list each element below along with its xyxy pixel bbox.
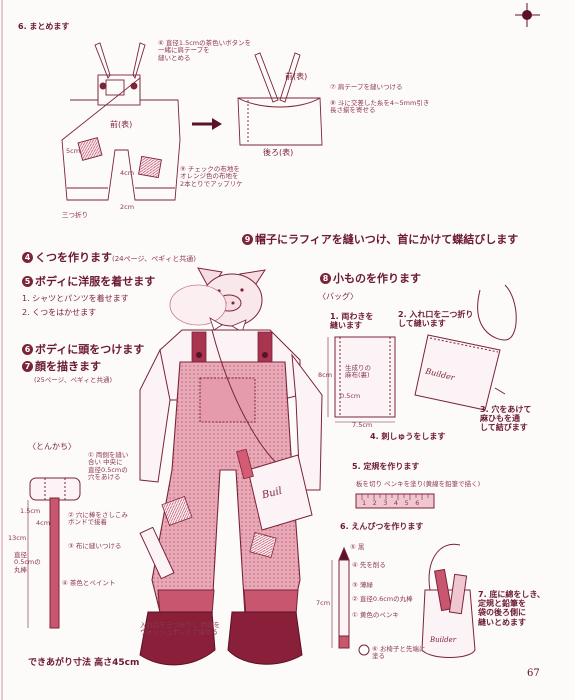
bag-step-2: 2. 入れ口を二つ折り して縫います bbox=[398, 310, 474, 329]
pencil-note-3: ③ 薄緑 bbox=[352, 581, 373, 589]
bag-label: 〈バッグ〉 bbox=[318, 292, 358, 301]
step6-check-note: ⑨ チェックの布地を オレンジ色の布地を 2本とりでアップリケ bbox=[180, 165, 243, 188]
pencil-note-1: ⑤ 黒 bbox=[350, 543, 365, 551]
pencil-7cm: 7cm bbox=[316, 599, 331, 607]
hammer-dim-13: 13cm bbox=[8, 534, 27, 542]
hammer-dim-15: 1.5cm bbox=[20, 507, 41, 515]
step6-4cm-label: 4cm bbox=[120, 169, 135, 177]
step6-fold-label: 三つ折り bbox=[62, 211, 88, 219]
pencil-bottom-note: ⑥ お椅子と先端に 塗る bbox=[372, 645, 426, 661]
step6-button-note: ⑥ 直径1.5cmの茶色いボタンを 一緒に肩テープを 縫いとめる bbox=[158, 39, 252, 62]
step6-back-label: 後ろ(表) bbox=[263, 148, 294, 157]
step7-ref: (25ページ、ペギィと共通) bbox=[34, 376, 113, 384]
shoe-note: 入れ口を三つ折りし 両端を ウォッシュボンドで留める bbox=[140, 621, 221, 637]
hammer-note-3: ③ 布に縫いつける bbox=[68, 542, 122, 550]
hammer-note-1: ① 両側を縫い 合い 中央に 直径0.5cmの 穴をあける bbox=[88, 451, 129, 482]
pencil-diagram bbox=[331, 546, 370, 656]
pencil-note-5: ① 黄色のペンキ bbox=[352, 611, 399, 619]
step6-2cm-label: 2cm bbox=[120, 203, 135, 211]
overalls-front-diagram bbox=[61, 42, 181, 201]
bag-dim-75: 7.5cm bbox=[352, 421, 373, 429]
page-number: 67 bbox=[527, 668, 540, 679]
hammer-label: 〈とんかち〉 bbox=[28, 442, 76, 451]
step6-strap-note: ⑦ 肩テープを縫いつける bbox=[330, 83, 403, 91]
step6-5cm-label: 5cm bbox=[66, 147, 81, 155]
ruler-note: 板を切り ペンキを塗り(黄線を鉛筆で描く) bbox=[356, 480, 481, 488]
bag-inner-label: 生成りの 麻布(裏) bbox=[345, 364, 371, 380]
step6-front-label: 前(表) bbox=[110, 120, 133, 129]
arrow-icon bbox=[192, 118, 222, 130]
pig-figure bbox=[139, 267, 323, 666]
ruler-marks: 123456 bbox=[362, 499, 426, 507]
step6-title: 6. まとめます bbox=[18, 22, 70, 31]
bag-flat-diagram bbox=[327, 336, 396, 423]
bag-final-word: Builder bbox=[430, 636, 457, 644]
pencil-step-title: 6. えんぴつを作ります bbox=[340, 522, 424, 531]
hammer-diagram bbox=[27, 477, 81, 629]
hammer-note-4: ④ 茶色とペイント bbox=[62, 579, 116, 587]
step6-cross-note: ⑧ 斗に交差した糸を4~5mm引き 長さ揃を寄せる bbox=[330, 99, 430, 115]
bag-step-3: 3. 穴をあけて 麻ひもを通 して結びます bbox=[480, 405, 532, 433]
step5-item-2: 2. くつをはかせます bbox=[22, 308, 97, 317]
hammer-dim-4: 4cm bbox=[36, 519, 51, 527]
bag-step-1: 1. 両わきを 縫います bbox=[330, 312, 374, 331]
corner-mark bbox=[515, 3, 540, 27]
overalls-back-diagram bbox=[237, 52, 323, 146]
step6-front-label-2: 前(表) bbox=[285, 72, 308, 81]
ruler-step-title: 5. 定規を作ります bbox=[352, 462, 420, 471]
hammer-dim-rod: 直径 0.5cmの 丸棒 bbox=[14, 551, 41, 574]
ruler-diagram bbox=[355, 493, 435, 509]
final-size: できあがり寸法 高さ45cm bbox=[28, 658, 140, 668]
bag-with-tools-diagram bbox=[421, 543, 476, 658]
hammer-note-2: ② 穴に棒をさしこみ ボンドで接着 bbox=[68, 511, 128, 527]
bag-finished-diagram bbox=[414, 284, 517, 411]
step5-item-1: 1. シャツとパンツを着せます bbox=[22, 294, 129, 303]
bag-dim-05: 0.5cm bbox=[340, 392, 361, 400]
bag-dim-8: 8cm bbox=[318, 371, 333, 379]
bag-step-4: 4. 刺しゅうをします bbox=[370, 432, 446, 441]
pencil-note-2: ④ 先を削る bbox=[352, 561, 386, 569]
bag-final-step: 7. 底に綿をしき、 定規と鉛筆を 袋の後ろ側に 縫いとめます bbox=[478, 590, 545, 627]
pencil-note-4: ② 直径0.6cmの丸棒 bbox=[352, 595, 413, 603]
